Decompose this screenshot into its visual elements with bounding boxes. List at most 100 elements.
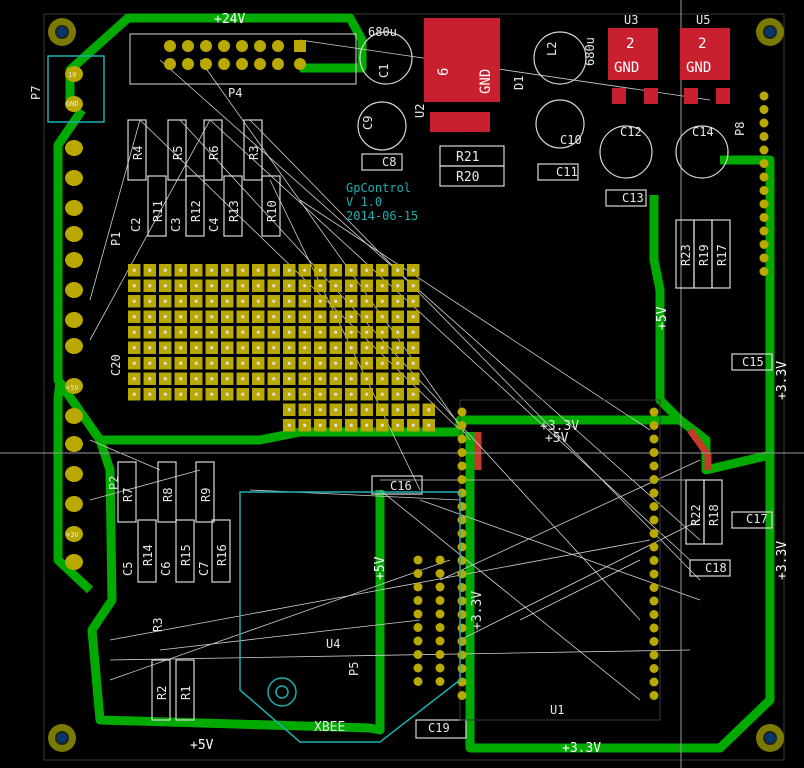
board-date: 2014-06-15 — [346, 209, 418, 223]
ref-c7: C7 — [197, 562, 211, 576]
ref-p7: P7 — [29, 86, 43, 100]
ref-c8: C8 — [382, 155, 396, 169]
regulator-u5: U5 2 GND — [680, 13, 730, 104]
resistor-bodies — [439, 145, 505, 187]
ref-r16: R16 — [215, 544, 229, 566]
ref-c16: C16 — [390, 479, 412, 493]
rail-33v-mid: +3.3V — [540, 419, 579, 434]
regulator-gnd: GND — [478, 69, 494, 94]
header-p4 — [129, 33, 357, 85]
header-pins — [413, 91, 769, 700]
board-name: GpControl — [346, 181, 411, 195]
ref-r1: R1 — [179, 686, 193, 700]
rail-5v-right: +5V — [655, 306, 670, 330]
ref-c19: C19 — [428, 721, 450, 735]
ref-c4: C4 — [207, 218, 221, 232]
svg-text:U3: U3 — [624, 13, 638, 27]
ref-r10: R10 — [265, 200, 279, 222]
pad-label-3v: +3V — [66, 531, 79, 539]
ref-u1: U1 — [550, 703, 564, 717]
ref-r11: R11 — [151, 200, 165, 222]
ref-r8: R8 — [161, 488, 175, 502]
ref-c18: C18 — [705, 561, 727, 575]
ref-r23: R23 — [679, 244, 693, 266]
rail-33v-u1: +3.3V — [470, 591, 485, 630]
xbee-module: XBEE U4 — [239, 491, 461, 743]
regulator-pin: 6 — [436, 68, 452, 76]
regulator-ref: U2 — [413, 104, 427, 118]
resistor-columns — [117, 119, 731, 721]
board-outline — [43, 13, 785, 761]
ref-r17: R17 — [715, 244, 729, 266]
ref-u4: U4 — [326, 637, 340, 651]
svg-text:2: 2 — [698, 36, 706, 52]
ref-c12: C12 — [620, 125, 642, 139]
cap-value-c2: 680u — [583, 37, 597, 66]
ref-r7: R7 — [121, 488, 135, 502]
svg-text:GND: GND — [614, 60, 639, 76]
pad-label-10: 10 — [68, 71, 76, 79]
cap-value-c1: 680u — [368, 25, 397, 39]
ref-p1: P1 — [109, 232, 123, 246]
rail-33v-right1: +3.3V — [775, 361, 790, 400]
left-terminal-pads — [65, 66, 83, 570]
ref-c14: C14 — [692, 125, 714, 139]
ref-r4: R4 — [131, 146, 145, 160]
ref-c10: C10 — [560, 133, 582, 147]
board-version: V 1.0 — [346, 195, 382, 209]
regulator-u3: U3 2 GND — [608, 13, 658, 104]
svg-text:XBEE: XBEE — [314, 720, 345, 735]
ref-r3-bottom: R3 — [151, 618, 165, 632]
ref-l2: L2 — [545, 42, 559, 56]
svg-text:U5: U5 — [696, 13, 710, 27]
ref-r15: R15 — [179, 544, 193, 566]
ref-r18: R18 — [707, 504, 721, 526]
ref-d1: D1 — [512, 76, 526, 90]
ref-p2: P2 — [107, 476, 121, 490]
ref-c20: C20 — [109, 354, 123, 376]
electrolytic-caps — [357, 31, 729, 179]
pad-label-5v: +5V — [66, 384, 79, 392]
regulator-main: 6 GND U2 — [413, 18, 500, 132]
ref-r5: R5 — [171, 146, 185, 160]
ref-r22: R22 — [689, 504, 703, 526]
ref-c9: C9 — [361, 116, 375, 130]
ref-c3: C3 — [169, 218, 183, 232]
rail-24v: +24V — [214, 12, 245, 27]
back-traces — [474, 427, 712, 470]
ref-r19: R19 — [697, 244, 711, 266]
ref-c5: C5 — [121, 562, 135, 576]
rail-33v-right2: +3.3V — [775, 541, 790, 580]
ref-p8: P8 — [733, 122, 747, 136]
ref-r6: R6 — [207, 146, 221, 160]
ref-r21: R21 — [456, 150, 479, 165]
mounting-holes — [48, 18, 784, 752]
proto-grid — [128, 264, 435, 432]
rail-5v-mid: +5V — [545, 431, 569, 446]
small-caps — [361, 153, 773, 739]
ref-c15: C15 — [742, 355, 764, 369]
rail-5v-bottom: +5V — [190, 738, 214, 753]
svg-text:2: 2 — [626, 36, 634, 52]
ref-c2: C2 — [129, 218, 143, 232]
ref-p4: P4 — [228, 86, 242, 100]
ref-r14: R14 — [141, 544, 155, 566]
ref-r9: R9 — [199, 488, 213, 502]
ref-c13: C13 — [622, 191, 644, 205]
pad-label-gnd: GND — [66, 100, 79, 108]
ref-c17: C17 — [746, 512, 768, 526]
connector-p7-outline — [47, 55, 105, 123]
ref-p5: P5 — [347, 662, 361, 676]
ref-r2: R2 — [155, 686, 169, 700]
ref-r12: R12 — [189, 200, 203, 222]
ref-r20: R20 — [456, 170, 479, 185]
ref-c11: C11 — [556, 165, 578, 179]
rail-5v-u4: +5V — [373, 556, 388, 580]
ref-r13: R13 — [227, 200, 241, 222]
ref-c1: C1 — [377, 64, 391, 78]
ref-c6: C6 — [159, 562, 173, 576]
rail-33v-bottom: +3.3V — [562, 741, 601, 756]
svg-text:GND: GND — [686, 60, 711, 76]
ref-r3-top: R3 — [247, 146, 261, 160]
